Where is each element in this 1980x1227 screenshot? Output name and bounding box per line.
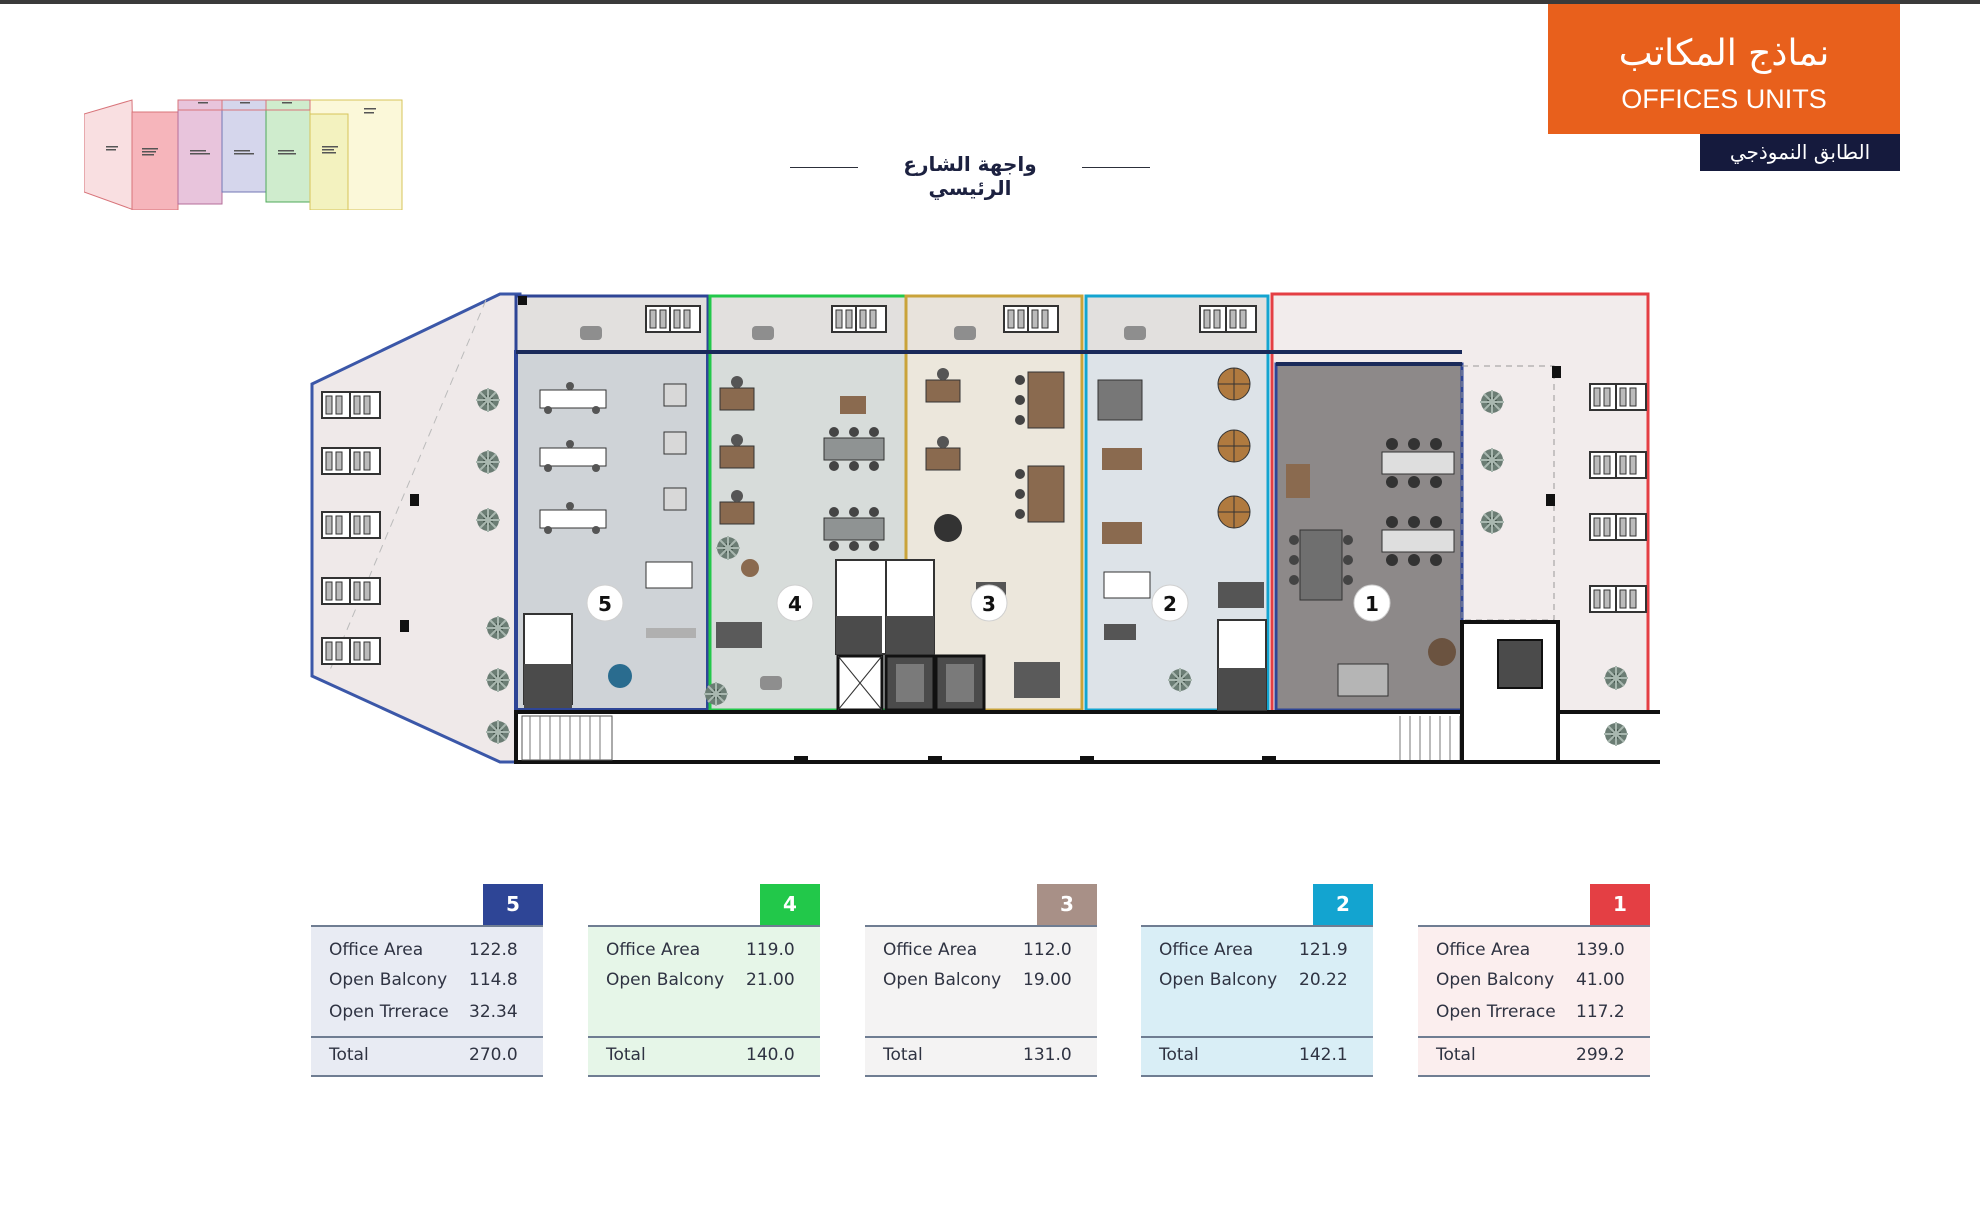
row-value: 21.00	[746, 970, 795, 990]
total-divider	[1141, 1036, 1373, 1038]
title-badge: نماذج المكاتب OFFICES UNITS	[1548, 4, 1900, 134]
unit-number-badge: 1	[1590, 884, 1650, 925]
key-plan	[84, 99, 403, 210]
table-top-rule	[588, 925, 820, 927]
total-value: 299.2	[1576, 1045, 1625, 1065]
row-value: 121.9	[1299, 940, 1348, 960]
row-label: Office Area	[1436, 940, 1531, 960]
unit-table-5: 5 Office Area 122.8 Open Balcony 114.8 Ope…	[311, 884, 543, 1077]
row-value: 119.0	[746, 940, 795, 960]
table-top-rule	[1418, 925, 1650, 927]
total-divider	[311, 1036, 543, 1038]
row-label: Open Trrerace	[329, 1002, 449, 1022]
row-value: 20.22	[1299, 970, 1348, 990]
row-label: Office Area	[606, 940, 701, 960]
row-label: Open Balcony	[883, 970, 1002, 990]
total-divider	[865, 1036, 1097, 1038]
total-value: 140.0	[746, 1045, 795, 1065]
table-body	[311, 926, 543, 1077]
title-english: OFFICES UNITS	[1621, 84, 1827, 114]
total-divider	[1418, 1036, 1650, 1038]
unit-table-4: 4 Office Area 119.0 Open Balcony 21.00 Tot…	[588, 884, 820, 1077]
unit-marker-4: 4	[788, 592, 802, 616]
unit-number-badge: 5	[483, 884, 543, 925]
total-value: 270.0	[469, 1045, 518, 1065]
floor-plan: 5 4 3 2 1	[310, 292, 1660, 764]
table-body	[1141, 926, 1373, 1077]
total-label: Total	[1436, 1045, 1476, 1065]
row-value: 32.34	[469, 1002, 518, 1022]
total-label: Total	[329, 1045, 369, 1065]
table-top-rule	[1141, 925, 1373, 927]
table-body	[588, 926, 820, 1077]
street-frontage-label: واجهة الشارع الرئيسي	[790, 150, 1150, 200]
total-value: 142.1	[1299, 1045, 1348, 1065]
unit-number-badge: 4	[760, 884, 820, 925]
total-label: Total	[606, 1045, 646, 1065]
street-label-text: واجهة الشارع الرئيسي	[903, 152, 1037, 200]
unit-marker-2: 2	[1163, 592, 1177, 616]
table-bottom-rule	[865, 1075, 1097, 1077]
table-top-rule	[865, 925, 1097, 927]
row-value: 114.8	[469, 970, 518, 990]
row-label: Open Trrerace	[1436, 1002, 1556, 1022]
table-top-rule	[311, 925, 543, 927]
row-label: Office Area	[883, 940, 978, 960]
total-value: 131.0	[1023, 1045, 1072, 1065]
table-bottom-rule	[311, 1075, 543, 1077]
unit-number-badge: 2	[1313, 884, 1373, 925]
row-value: 139.0	[1576, 940, 1625, 960]
row-label: Open Balcony	[329, 970, 448, 990]
row-label: Office Area	[329, 940, 424, 960]
row-label: Open Balcony	[1436, 970, 1555, 990]
table-body	[865, 926, 1097, 1077]
total-label: Total	[1159, 1045, 1199, 1065]
unit-marker-5: 5	[598, 592, 612, 616]
table-bottom-rule	[1418, 1075, 1650, 1077]
title-arabic: نماذج المكاتب	[1618, 33, 1830, 74]
row-value: 117.2	[1576, 1002, 1625, 1022]
row-label: Open Balcony	[606, 970, 725, 990]
top-border-line	[0, 0, 1980, 4]
unit-table-1: 1 Office Area 139.0 Open Balcony 41.00 Ope…	[1418, 884, 1650, 1077]
unit-table-2: 2 Office Area 121.9 Open Balcony 20.22 Tot…	[1141, 884, 1373, 1077]
divider-line-left	[790, 167, 858, 168]
unit-table-3: 3 Office Area 112.0 Open Balcony 19.00 Tot…	[865, 884, 1097, 1077]
table-body	[1418, 926, 1650, 1077]
row-label: Open Balcony	[1159, 970, 1278, 990]
total-label: Total	[883, 1045, 923, 1065]
unit-marker-3: 3	[982, 592, 996, 616]
floor-label: الطابق النموذجي	[1700, 134, 1900, 171]
row-label: Office Area	[1159, 940, 1254, 960]
unit-number-badge: 3	[1037, 884, 1097, 925]
row-value: 19.00	[1023, 970, 1072, 990]
table-bottom-rule	[1141, 1075, 1373, 1077]
row-value: 41.00	[1576, 970, 1625, 990]
row-value: 122.8	[469, 940, 518, 960]
total-divider	[588, 1036, 820, 1038]
unit-marker-1: 1	[1365, 592, 1379, 616]
table-bottom-rule	[588, 1075, 820, 1077]
divider-line-right	[1082, 167, 1150, 168]
row-value: 112.0	[1023, 940, 1072, 960]
